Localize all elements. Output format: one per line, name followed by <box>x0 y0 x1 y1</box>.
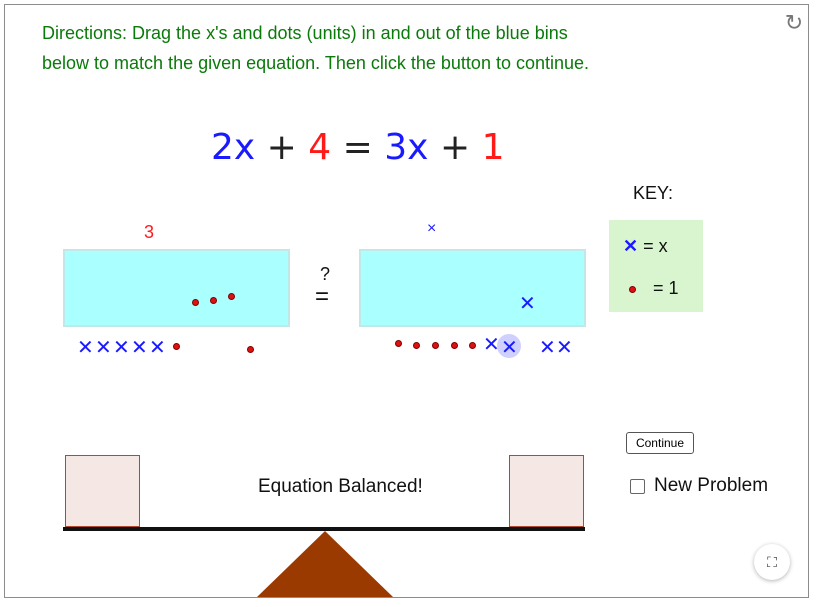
left-bin[interactable] <box>63 249 290 327</box>
right-x-term: 3x <box>384 127 429 168</box>
x-token[interactable]: ✕ <box>556 335 573 359</box>
fullscreen-icon[interactable]: ⛶ <box>754 544 790 580</box>
x-token[interactable]: ✕ <box>539 335 556 359</box>
balance-beam <box>63 527 585 531</box>
right-bin[interactable] <box>359 249 586 327</box>
right-scale-pan <box>509 455 584 527</box>
x-token[interactable]: ✕ <box>149 335 166 359</box>
x-token[interactable]: ✕ <box>77 335 94 359</box>
unit-dot[interactable] <box>192 299 199 306</box>
unit-dot[interactable] <box>210 297 217 304</box>
equals-sign: = <box>342 127 373 168</box>
key-x-meaning: = x <box>643 236 668 256</box>
continue-button[interactable]: Continue <box>626 432 694 454</box>
left-scale-pan <box>65 455 140 527</box>
unit-dot[interactable] <box>451 342 458 349</box>
directions-line-2: below to match the given equation. Then … <box>42 53 590 73</box>
new-problem-label: New Problem <box>654 475 769 496</box>
key-panel: ✕ = x = 1 <box>609 220 703 312</box>
left-constant: 4 <box>308 127 332 168</box>
key-dot-meaning: = 1 <box>653 278 679 298</box>
right-constant: 1 <box>481 127 505 168</box>
directions-line-1: Directions: Drag the x's and dots (units… <box>42 23 568 43</box>
unit-dot[interactable] <box>173 343 180 350</box>
comparison-question: ? <box>320 264 331 284</box>
x-token[interactable]: ✕ <box>483 332 500 356</box>
unit-dot-icon <box>629 285 636 293</box>
balance-fulcrum <box>257 531 393 597</box>
x-token[interactable]: ✕ <box>113 335 130 359</box>
unit-dot[interactable] <box>432 342 439 349</box>
unit-dot[interactable] <box>228 293 235 300</box>
left-bin-count: 3 <box>144 222 155 242</box>
x-token[interactable]: ✕ <box>519 291 536 315</box>
unit-dot[interactable] <box>413 342 420 349</box>
right-bin-count: × <box>427 220 437 237</box>
key-title: KEY: <box>633 183 674 203</box>
plus-sign-right: + <box>439 127 471 168</box>
x-token[interactable]: ✕ <box>131 335 148 359</box>
balance-status: Equation Balanced! <box>258 476 423 497</box>
left-x-term: 2x <box>211 127 256 168</box>
x-icon: ✕ <box>623 236 639 256</box>
plus-sign-left: + <box>266 127 297 168</box>
checkbox-icon[interactable] <box>630 478 645 494</box>
x-token[interactable]: ✕ <box>95 335 112 359</box>
unit-dot[interactable] <box>395 340 402 347</box>
new-problem-checkbox[interactable]: New Problem <box>630 475 768 497</box>
key-row-x: ✕ = x <box>623 236 668 257</box>
unit-dot[interactable] <box>247 346 254 353</box>
drag-highlight <box>497 334 521 358</box>
comparison-equals: = <box>315 283 330 310</box>
reload-icon[interactable]: ↻ <box>784 10 804 35</box>
target-equation: 2x + 4 = 3x + 1 <box>211 126 504 170</box>
unit-dot[interactable] <box>469 342 476 349</box>
x-token-selected[interactable]: ✕ <box>501 335 518 359</box>
directions-text: Directions: Drag the x's and dots (units… <box>42 18 742 78</box>
key-row-unit: = 1 <box>629 278 679 299</box>
